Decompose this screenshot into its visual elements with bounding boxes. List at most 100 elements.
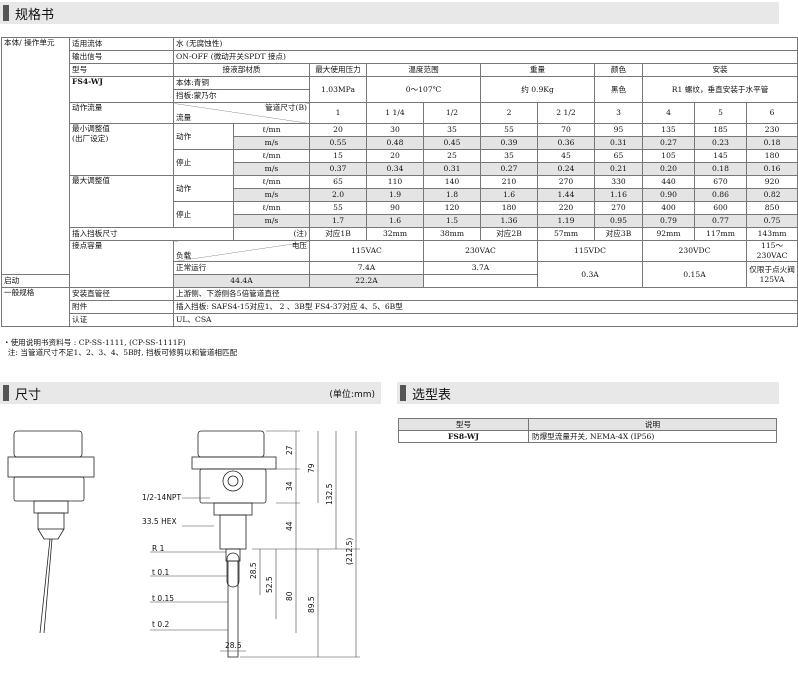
- max-stop-m: 0.77: [694, 214, 747, 228]
- section-marker: [3, 5, 9, 21]
- max-stop-m: 0.75: [745, 214, 798, 228]
- max-act-m: 1.16: [594, 188, 643, 202]
- min-act-l: 20: [309, 123, 367, 137]
- paddle-value: 对应3B: [594, 227, 643, 241]
- min-stop-m: 0.37: [309, 162, 367, 176]
- pipe-size-header: 管道尺寸(B) 流量: [173, 102, 310, 124]
- min-stop-m: 0.31: [423, 162, 481, 176]
- max-act-m: 0.90: [642, 188, 695, 202]
- min-stop-l: 45: [537, 149, 595, 163]
- dc-115: 0.3A: [537, 261, 643, 288]
- max-act-l: 210: [480, 175, 538, 189]
- max-stop-label: 停止: [173, 201, 234, 228]
- selection-table: 型号 说明 FS8-WJ 防爆型流量开关, NEMA-4X (IP56): [398, 418, 777, 443]
- min-stop-m: 0.27: [480, 162, 538, 176]
- max-act-m: 1.8: [423, 188, 481, 202]
- select-title: 选型表: [412, 387, 452, 403]
- group-general: 一般规格: [1, 287, 70, 327]
- max-act-m: 2.0: [309, 188, 367, 202]
- min-stop-m: 0.18: [694, 162, 747, 176]
- pressure-label: 最大使用压力: [309, 63, 367, 77]
- max-act-l: 670: [694, 175, 747, 189]
- max-stop-m: 0.95: [594, 214, 643, 228]
- model-value: FS4-WJ: [69, 76, 174, 103]
- min-stop-l: 15: [309, 149, 367, 163]
- unit-ms: m/s: [233, 214, 310, 228]
- model-value-text: FS4-WJ: [72, 77, 104, 86]
- dim-44: 44: [285, 521, 294, 531]
- paddle-value: 38mm: [423, 227, 481, 241]
- dimension-drawing: 1/2-14NPT 33.5 HEX R 1 t 0.1 t 0.15 t 0.…: [7, 430, 360, 658]
- paddle-value: 对应2B: [480, 227, 538, 241]
- flow-label: 动作流量: [69, 102, 174, 124]
- pilot-cell: 仅限于点火阀 125VA: [745, 261, 798, 288]
- sel-col-desc: 说明: [528, 418, 777, 431]
- paddle-value: 143mm: [745, 227, 798, 241]
- min-act-l: 185: [694, 123, 747, 137]
- min-stop-l: 105: [642, 149, 695, 163]
- max-act-l: 110: [366, 175, 424, 189]
- paddle-note: (注): [233, 227, 310, 241]
- dims-section-title: 尺寸 (单位:mm): [0, 382, 381, 404]
- max-act-m: 1.9: [366, 188, 424, 202]
- max-stop-l: 850: [745, 201, 798, 215]
- fluid-label: 适用流体: [69, 37, 174, 51]
- max-act-m: 0.86: [694, 188, 747, 202]
- pipe-size-label: 管道尺寸(B): [265, 103, 307, 112]
- min-act-l: 35: [423, 123, 481, 137]
- max-stop-m: 1.19: [537, 214, 595, 228]
- dim-212-5: (212.5): [345, 538, 354, 565]
- pipe-size: 4: [642, 102, 695, 124]
- volt-115ac: 115VAC: [309, 240, 424, 262]
- sel-model: FS8-WJ: [398, 430, 529, 443]
- paddle-value: 92mm: [642, 227, 695, 241]
- start-label: 启动: [1, 274, 106, 288]
- spec-section-title: 规格书: [0, 2, 779, 24]
- min-act-m: 0.45: [423, 136, 481, 150]
- paddle-value: 117mm: [694, 227, 747, 241]
- unit-lmin: ℓ/mn: [233, 149, 310, 163]
- unit-ms: m/s: [233, 188, 310, 202]
- min-stop-l: 20: [366, 149, 424, 163]
- max-adjust-label: 最大调整值: [69, 175, 174, 228]
- paddle-value: 对应1B: [309, 227, 367, 241]
- min-stop-l: 25: [423, 149, 481, 163]
- max-stop-m: 1.6: [366, 214, 424, 228]
- section-marker: [3, 385, 9, 401]
- min-act-m: 0.23: [694, 136, 747, 150]
- unit-lmin: ℓ/mn: [233, 201, 310, 215]
- install-label: 安装: [641, 63, 798, 77]
- max-act-l: 330: [594, 175, 643, 189]
- min-stop-m: 0.34: [366, 162, 424, 176]
- pilot-1: 仅限于点火阀: [749, 264, 795, 274]
- pipe-size: 2: [480, 102, 538, 124]
- output-label: 输出信号: [69, 50, 174, 64]
- max-act-l: 440: [642, 175, 695, 189]
- wetted-value-1: 本体:青铜: [173, 76, 310, 90]
- min-act-l: 70: [537, 123, 595, 137]
- min-stop-l: 180: [745, 149, 798, 163]
- max-act-label: 动作: [173, 175, 234, 202]
- pipe-size: 6: [745, 102, 798, 124]
- dim-52-5: 52.5: [265, 576, 274, 593]
- unit-lmin: ℓ/mn: [233, 175, 310, 189]
- color-label: 颜色: [594, 63, 643, 77]
- min-label-2: (出厂设定): [72, 134, 109, 143]
- max-stop-m: 1.36: [480, 214, 538, 228]
- max-stop-l: 270: [594, 201, 643, 215]
- normal-115: 7.4A: [309, 261, 424, 275]
- dim-t15: t 0.15: [152, 594, 174, 603]
- output-value: ON-OFF (微动开关SPDT 接点): [172, 50, 798, 64]
- min-stop-m: 0.21: [594, 162, 643, 176]
- max-act-l: 270: [537, 175, 595, 189]
- min-act-l: 95: [594, 123, 643, 137]
- pipe-size: 1: [309, 102, 367, 124]
- volt-115-230ac: 115～230VAC: [745, 240, 798, 262]
- fluid-value: 水 (无腐蚀性): [172, 37, 798, 51]
- volt-230dc: 230VDC: [642, 240, 747, 262]
- pipe-size: 5: [694, 102, 747, 124]
- volt-115dc: 115VDC: [537, 240, 643, 262]
- sel-col-model: 型号: [398, 418, 529, 431]
- min-act-m: 0.48: [366, 136, 424, 150]
- volt-230ac: 230VAC: [423, 240, 538, 262]
